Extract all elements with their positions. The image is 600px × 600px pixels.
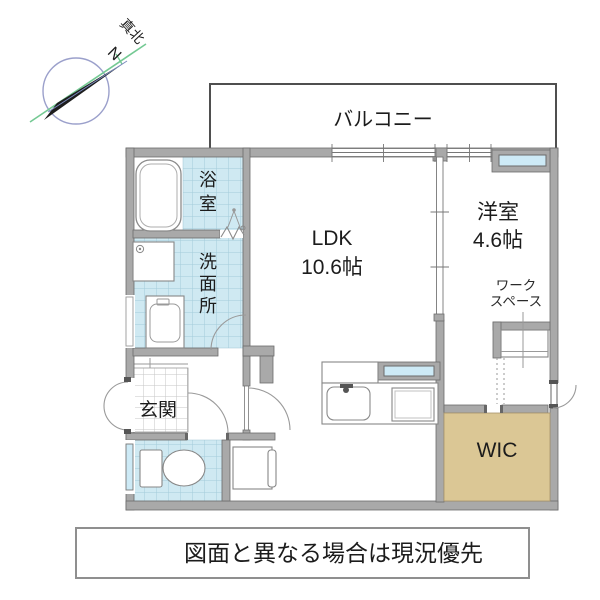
west-room-window xyxy=(498,154,547,167)
balcony-sliding-doors xyxy=(331,144,493,162)
western-room-label: 洋室 4.6帖 xyxy=(448,199,548,255)
compass-green-line xyxy=(29,43,147,123)
wall-bottom xyxy=(125,500,559,511)
door-frame-marks xyxy=(185,405,503,440)
ldk-door xyxy=(244,385,291,431)
wall-stub-horizontal xyxy=(242,345,275,357)
wall-stub-vertical xyxy=(259,355,274,384)
kitchen-window xyxy=(383,365,435,377)
washroom-label: 洗面所 xyxy=(197,252,217,318)
wall-right xyxy=(549,147,559,511)
western-room-size: 4.6帖 xyxy=(472,229,524,252)
wic-floor xyxy=(443,412,551,502)
ldk-label: LDK 10.6帖 xyxy=(282,224,382,282)
compass-green-tick xyxy=(115,53,123,65)
washroom-door-swing xyxy=(210,314,247,351)
toilet-window xyxy=(125,443,134,491)
wall-bath-washroom-divider xyxy=(132,229,221,239)
entrance-door xyxy=(103,377,131,434)
workspace-label-line1: ワーク xyxy=(495,278,537,293)
ldk-name: LDK xyxy=(311,227,353,250)
shoe-cabinet xyxy=(232,446,277,490)
toilet-door-swing xyxy=(187,392,229,434)
entrance-opening xyxy=(125,378,135,432)
kitchen-counter xyxy=(321,361,439,425)
ldk-west-sliding-partition xyxy=(430,156,449,322)
wall-toilet-east xyxy=(221,439,231,502)
workspace-label-line2: スペース xyxy=(489,294,543,309)
toilet xyxy=(139,449,206,488)
washroom-window xyxy=(125,296,134,347)
wall-wic-top-right xyxy=(501,404,549,414)
entrance-label: 玄関 xyxy=(138,400,177,421)
workspace-label: ワーク スペース xyxy=(472,278,560,310)
balcony-area xyxy=(209,83,557,153)
bathtub xyxy=(135,159,182,232)
bathroom-floor xyxy=(182,155,244,233)
kitchen-stove xyxy=(391,387,435,422)
right-exterior-door xyxy=(549,380,577,409)
wall-workspace-left xyxy=(492,321,502,359)
wall-wic-top-left xyxy=(443,404,487,414)
compass-needle-edge xyxy=(47,60,128,113)
vanity-sink xyxy=(145,295,185,349)
wall-hall-ldk-upper xyxy=(242,355,251,387)
disclaimer-box: 図面と異なる場合は現況優先 xyxy=(75,527,530,579)
kitchen-faucet-icon xyxy=(340,384,353,388)
wic-open-doorway-dashes xyxy=(496,358,505,404)
western-room-name: 洋室 xyxy=(477,201,519,224)
compass xyxy=(29,43,147,125)
kitchen-sink xyxy=(326,386,371,421)
compass-needle-icon xyxy=(44,61,127,120)
disclaimer-text: 図面と異なる場合は現況優先 xyxy=(184,540,483,566)
wall-bath-east xyxy=(242,147,251,357)
wall-workspace-top xyxy=(492,321,551,331)
entrance-floor xyxy=(130,367,189,433)
shower-icon xyxy=(227,208,241,228)
windows xyxy=(125,154,547,491)
workspace-desk xyxy=(496,312,549,404)
washing-machine xyxy=(132,241,175,282)
bath-folding-door xyxy=(220,225,246,241)
bath-door-opening xyxy=(220,230,243,238)
wic-label: WIC xyxy=(476,439,518,462)
compass-circle xyxy=(42,57,110,125)
wall-hall-south-right xyxy=(226,432,276,441)
wall-hall-south-left xyxy=(125,432,188,441)
wall-washroom-south xyxy=(132,347,219,357)
ldk-size: 10.6帖 xyxy=(301,256,363,279)
bathroom-label: 浴室 xyxy=(197,170,217,218)
balcony-label: バルコニー xyxy=(333,109,433,131)
